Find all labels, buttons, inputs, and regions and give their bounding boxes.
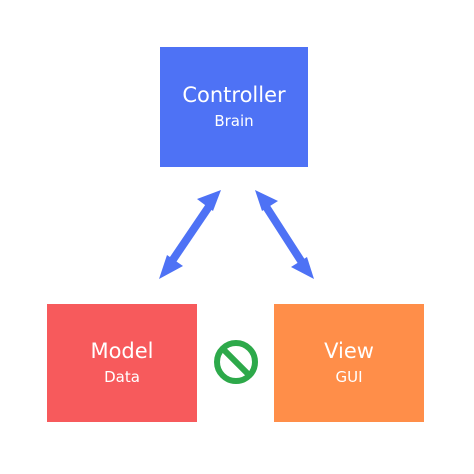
- controller-title: Controller: [182, 82, 286, 107]
- prohibited-icon: [214, 340, 258, 384]
- controller-subtitle: Brain: [214, 111, 254, 130]
- view-subtitle: GUI: [335, 367, 363, 386]
- controller-model-arrow-icon: [159, 190, 221, 279]
- controller-view-arrow-icon: [255, 190, 314, 279]
- model-title: Model: [90, 338, 154, 363]
- model-subtitle: Data: [104, 367, 140, 386]
- view-title: View: [324, 338, 374, 363]
- controller-box: Controller Brain: [160, 47, 308, 167]
- model-box: Model Data: [47, 304, 197, 422]
- view-box: View GUI: [274, 304, 424, 422]
